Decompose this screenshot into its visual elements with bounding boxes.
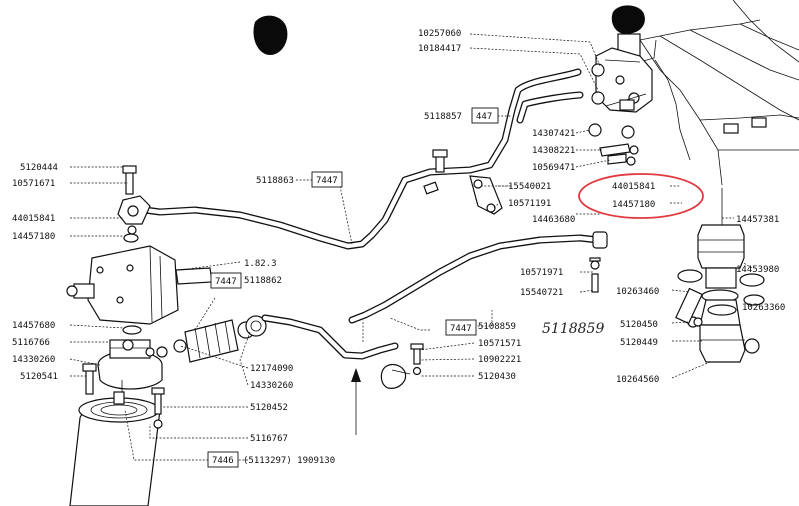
bolt-10571971 [589,257,601,293]
ref-box-7447-top: 7447 [311,171,343,188]
sedimenter-assembly [173,315,267,363]
ref-box-7447-top-text: 7447 [316,176,338,186]
label-10571671: 10571671 [12,179,55,189]
label-10902221: 10902221 [478,355,521,365]
label-10569471: 10569471 [532,163,575,173]
bolt-center-left [151,387,165,429]
label-5120449: 5120449 [620,338,658,348]
ref-box-7447-center-text: 7447 [450,324,472,334]
fuel-filter-cartridge [69,380,161,506]
label-10264560: 10264560 [616,375,659,385]
label-10263360: 10263360 [742,303,785,313]
fuel-filter-head [97,325,168,390]
banjo-fitting-left-upper [117,165,151,243]
label-5116767: 5116767 [250,434,288,444]
injection-pump-head [591,33,653,113]
label-5118857: 5118857 [424,112,462,122]
label-14308221: 14308221 [532,146,575,156]
ref-box-447-text: 447 [476,112,492,122]
label-12174090: 12174090 [250,364,293,374]
pipe-bracket-middle [423,149,503,215]
label-14457680: 14457680 [12,321,55,331]
label-14457381: 14457381 [736,215,779,225]
label-10184417: 10184417 [418,44,461,54]
label-14330260-middle: 14330260 [250,381,293,391]
ref-box-7447-center: 7447 [445,319,477,336]
label-10571571: 10571571 [478,339,521,349]
label-44015841: 44015841 [12,214,55,224]
handwritten-note-5118859: 5118859 [542,321,604,337]
ref-box-7446: 7446 [207,451,239,468]
ref-box-447: 447 [471,107,499,124]
label-1.82.3: 1.82.3 [244,259,277,269]
label-5116766: 5116766 [12,338,50,348]
label-10571971: 10571971 [520,268,563,278]
return-pipe-upper [136,68,584,250]
ink-blot-top-right [611,5,645,34]
bolt-5120541 [82,363,97,395]
ref-box-7447-left: 7447 [210,272,242,289]
label-14453980: 14453980 [736,265,779,275]
label-5113297-1909130: (5113297) 1909130 [243,456,335,466]
engine-block-outline [621,0,799,186]
label-10571191: 10571191 [508,199,551,209]
label-5120452: 5120452 [250,403,288,413]
banjo-fittings-upper [588,123,639,166]
label-14307421: 14307421 [532,129,575,139]
highlight-ring [578,173,704,219]
ref-box-7447-left-text: 7447 [215,277,237,287]
label-15540721: 15540721 [520,288,563,298]
feed-pump-body [66,245,213,325]
ink-blot-left [253,15,288,55]
label-10257060: 10257060 [418,29,461,39]
label-5118862: 5118862 [244,276,282,286]
label-5120444: 5120444 [20,163,58,173]
pipe-clamp-5120430 [380,343,424,389]
feed-pipe-lower [261,231,608,360]
flow-arrow [351,368,361,435]
label-5120430: 5120430 [478,372,516,382]
label-14463680: 14463680 [532,215,575,225]
label-15540021: 15540021 [508,182,551,192]
label-14330260: 14330260 [12,355,55,365]
label-14457180: 14457180 [12,232,55,242]
label-44015841-highlighted: 44015841 [612,182,655,192]
ref-box-7446-text: 7446 [212,456,234,466]
label-5118863: 5118863 [256,176,294,186]
label-5120541: 5120541 [20,372,58,382]
label-14457180-highlighted: 14457180 [612,200,655,210]
overflow-valve-assembly [675,188,765,363]
label-10263460: 10263460 [616,287,659,297]
label-5120450: 5120450 [620,320,658,330]
part-labels: 10257060 10184417 5118857 14307421 14308… [12,29,785,466]
label-5108859: 5108859 [478,322,516,332]
